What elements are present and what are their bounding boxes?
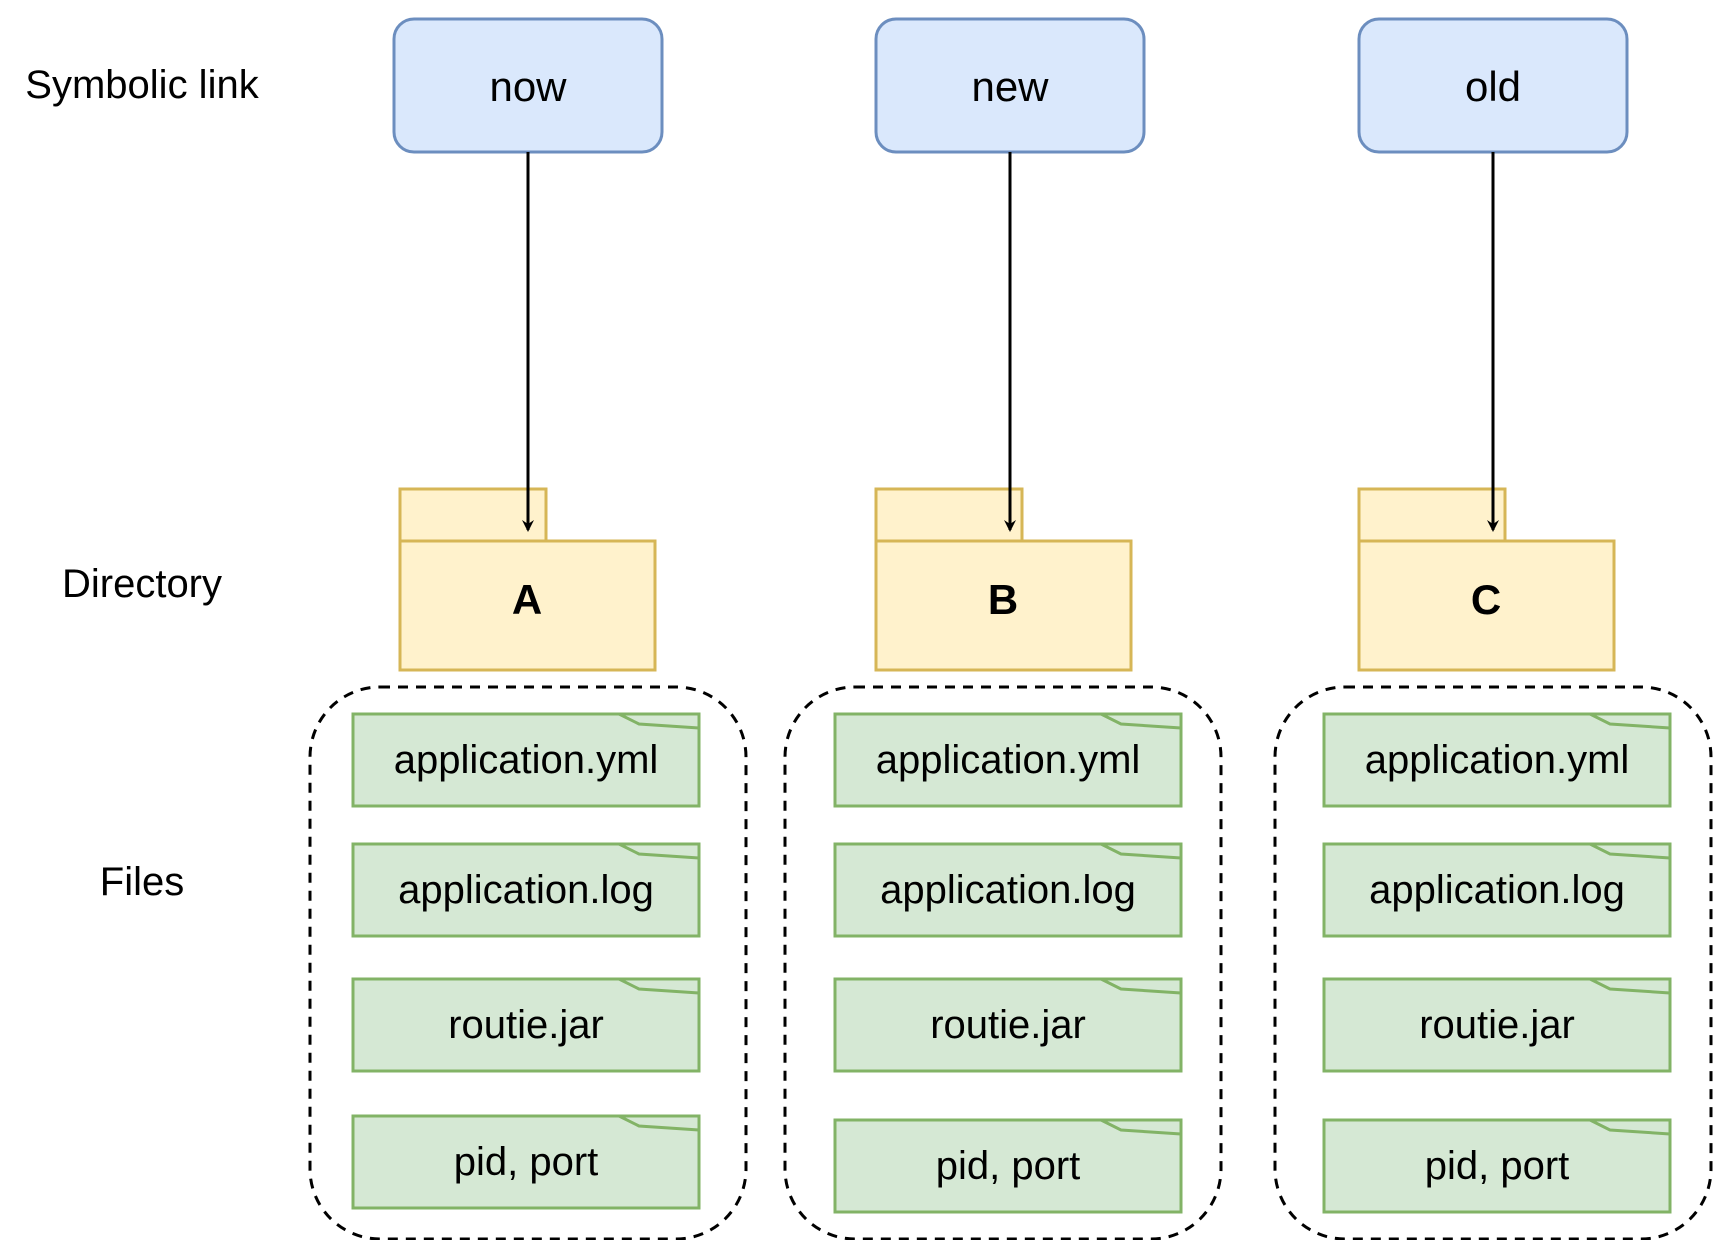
file-note-icon bbox=[1322, 712, 1672, 808]
row-label-directory: Directory bbox=[62, 562, 222, 606]
row-label-symbolic-link: Symbolic link bbox=[25, 63, 259, 107]
symlink-label: now bbox=[489, 63, 567, 110]
file-name: application.log bbox=[880, 868, 1136, 912]
file-corner bbox=[618, 712, 700, 730]
file-corner bbox=[1100, 712, 1182, 730]
file-note-icon bbox=[1322, 842, 1672, 938]
file-corner bbox=[1589, 977, 1671, 995]
file-name: pid, port bbox=[1425, 1144, 1570, 1188]
file-note-icon bbox=[833, 1118, 1183, 1214]
file-corner bbox=[1589, 1118, 1671, 1136]
symlink-label: old bbox=[1465, 63, 1521, 110]
files-group bbox=[783, 685, 1223, 1240]
file-corner bbox=[618, 977, 700, 995]
file-name: routie.jar bbox=[1419, 1003, 1575, 1047]
file-name: application.log bbox=[398, 868, 654, 912]
file-item[interactable]: application.yml bbox=[833, 712, 1183, 808]
file-item[interactable]: application.log bbox=[833, 842, 1183, 938]
file-note-icon bbox=[1322, 1118, 1672, 1214]
file-name: application.log bbox=[1369, 868, 1625, 912]
symlink-label: new bbox=[971, 63, 1049, 110]
folder-body bbox=[874, 539, 1133, 672]
file-name: application.yml bbox=[876, 738, 1141, 782]
file-corner bbox=[618, 842, 700, 860]
folder-icon[interactable] bbox=[1357, 487, 1616, 672]
directory-label: B bbox=[988, 576, 1018, 623]
file-corner bbox=[618, 1114, 700, 1132]
files-group bbox=[1273, 685, 1713, 1240]
file-name: routie.jar bbox=[930, 1003, 1086, 1047]
file-item[interactable]: application.log bbox=[1322, 842, 1672, 938]
file-note-icon bbox=[833, 712, 1183, 808]
file-name: application.yml bbox=[1365, 738, 1630, 782]
file-corner bbox=[1100, 842, 1182, 860]
file-item[interactable]: routie.jar bbox=[833, 977, 1183, 1073]
file-note-icon bbox=[351, 1114, 701, 1210]
row-label-files: Files bbox=[100, 860, 184, 904]
file-item[interactable]: application.yml bbox=[1322, 712, 1672, 808]
folder-body bbox=[398, 539, 657, 672]
file-note-icon bbox=[833, 977, 1183, 1073]
file-item[interactable]: routie.jar bbox=[351, 977, 701, 1073]
file-item[interactable]: application.yml bbox=[351, 712, 701, 808]
directory-label: C bbox=[1471, 576, 1501, 623]
file-corner bbox=[1589, 712, 1671, 730]
folder-icon[interactable] bbox=[874, 487, 1133, 672]
folder-tab bbox=[874, 487, 1024, 543]
file-item[interactable]: routie.jar bbox=[1322, 977, 1672, 1073]
file-item[interactable]: pid, port bbox=[351, 1114, 701, 1210]
file-note-icon bbox=[351, 977, 701, 1073]
folder-tab bbox=[1357, 487, 1507, 543]
file-name: pid, port bbox=[454, 1140, 599, 1184]
file-name: application.yml bbox=[394, 738, 659, 782]
folder-icon[interactable] bbox=[398, 487, 657, 672]
folder-tab bbox=[398, 487, 548, 543]
file-corner bbox=[1589, 842, 1671, 860]
file-note-icon bbox=[1322, 977, 1672, 1073]
files-group bbox=[308, 685, 748, 1240]
file-name: pid, port bbox=[936, 1144, 1081, 1188]
folder-body bbox=[1357, 539, 1616, 672]
directory-label: A bbox=[512, 576, 542, 623]
file-item[interactable]: application.log bbox=[351, 842, 701, 938]
file-name: routie.jar bbox=[448, 1003, 604, 1047]
file-corner bbox=[1100, 977, 1182, 995]
file-note-icon bbox=[351, 842, 701, 938]
file-note-icon bbox=[351, 712, 701, 808]
file-note-icon bbox=[833, 842, 1183, 938]
file-item[interactable]: pid, port bbox=[1322, 1118, 1672, 1214]
file-item[interactable]: pid, port bbox=[833, 1118, 1183, 1214]
file-corner bbox=[1100, 1118, 1182, 1136]
